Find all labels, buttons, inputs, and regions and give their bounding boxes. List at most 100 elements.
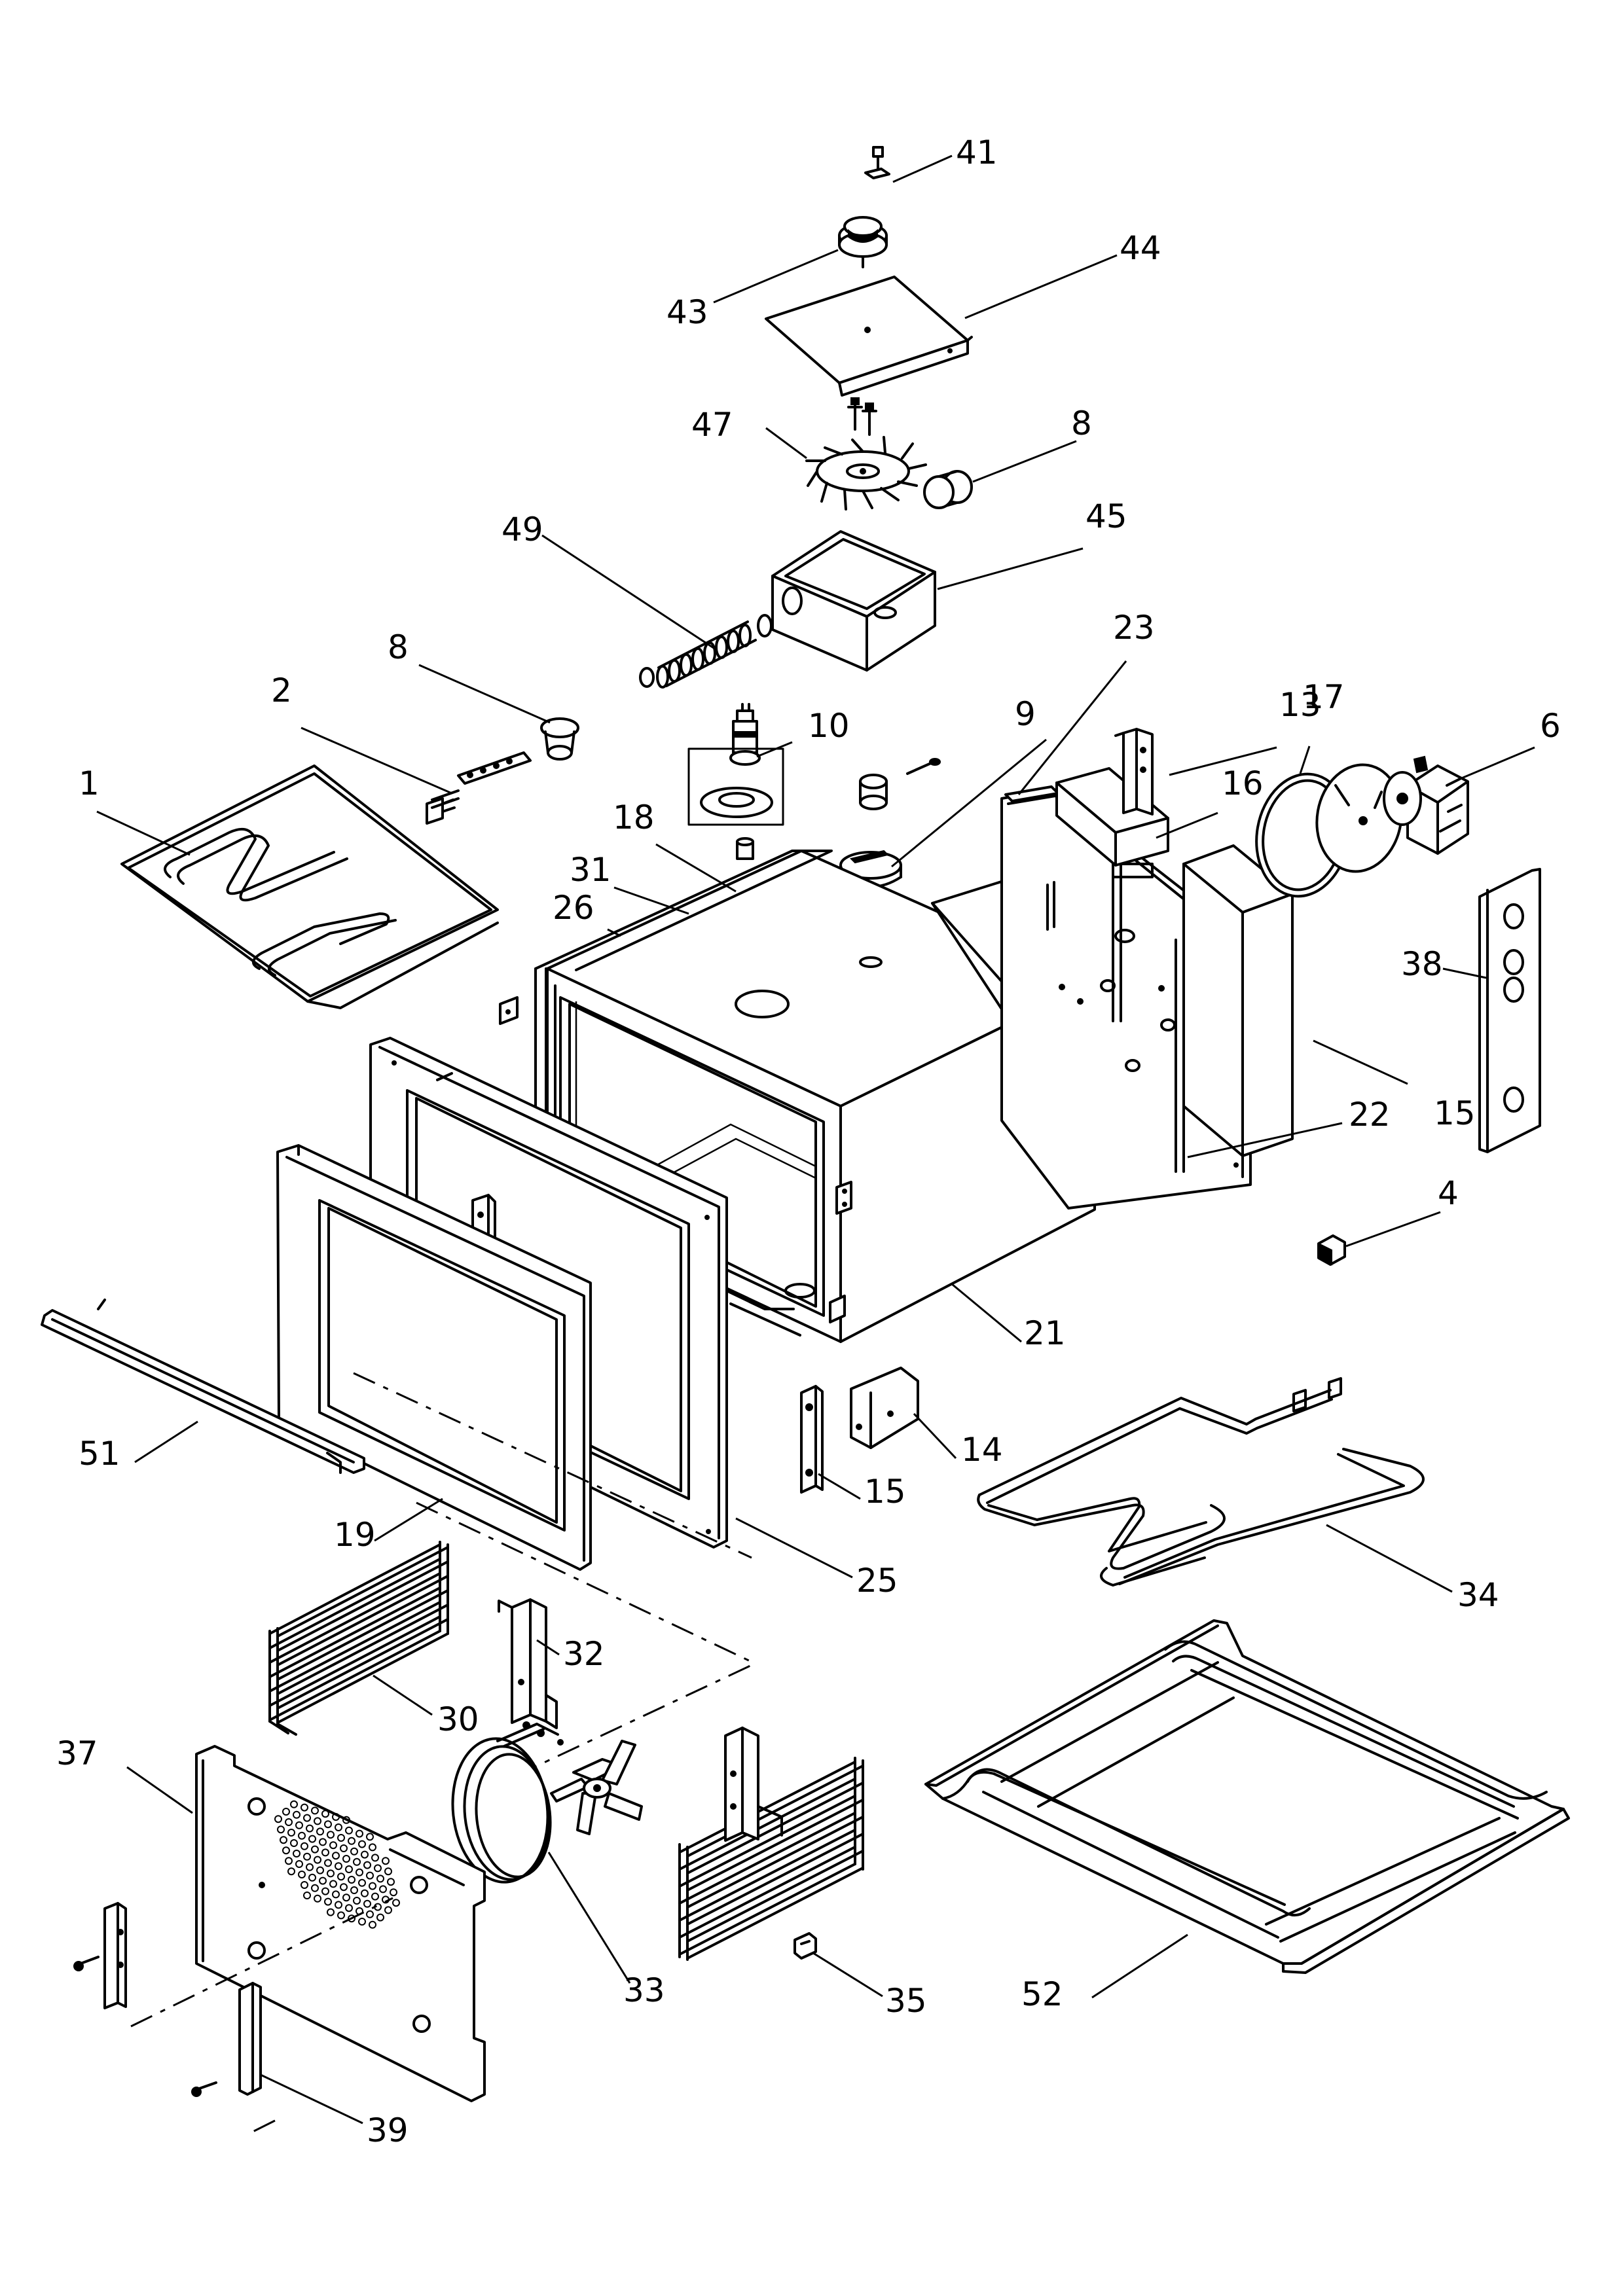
- callout-4: 4: [1438, 1174, 1459, 1212]
- part-19-door-glass: [276, 1144, 592, 1571]
- grille-hole: [319, 1838, 327, 1846]
- grille-hole: [324, 1897, 332, 1906]
- part-4-switch: [1317, 1234, 1346, 1266]
- grille-hole: [332, 1852, 340, 1860]
- part-51-handle: [41, 1299, 365, 1474]
- grille-hole: [358, 1878, 366, 1887]
- grille-hole: [308, 1835, 316, 1843]
- part-10-lamp-holder: [687, 703, 784, 826]
- part-44-cover-plate: [765, 276, 973, 397]
- part-6-motor: [1383, 755, 1469, 855]
- grille-hole: [356, 1829, 363, 1838]
- grille-hole: [327, 1831, 335, 1839]
- grille-hole: [387, 1878, 395, 1886]
- lamp-cover: [859, 774, 888, 810]
- callout-17: 17: [1303, 678, 1345, 716]
- grille-hole: [290, 1800, 298, 1808]
- assembly-center-lines: [130, 1372, 755, 2135]
- grille-hole: [369, 1882, 376, 1890]
- grille-hole: [293, 1810, 301, 1819]
- callout-18: 18: [613, 798, 655, 836]
- part-8-bushing-top: [923, 470, 973, 509]
- part-8-bushing-left: [540, 717, 579, 761]
- grille-hole: [358, 1840, 366, 1848]
- callout-22: 22: [1349, 1096, 1391, 1134]
- callout-15-lower: 15: [864, 1473, 906, 1511]
- grille-hole: [340, 1883, 348, 1892]
- grille-hole: [369, 1843, 376, 1852]
- grille-hole: [303, 1814, 311, 1822]
- part-14-bracket: [850, 1367, 919, 1449]
- callout-19: 19: [334, 1516, 376, 1554]
- grille-hole: [295, 1860, 303, 1868]
- grille-hole: [369, 1920, 376, 1929]
- grille-hole: [303, 1892, 311, 1899]
- part-39-side-strip: [73, 1902, 262, 2097]
- grille-hole: [324, 1859, 332, 1867]
- part-30-shelf-rack-left: [268, 1541, 449, 1736]
- part-13-bracket: [1114, 728, 1154, 816]
- callout-41: 41: [956, 134, 998, 171]
- part-17-motor-plate: [1255, 763, 1403, 898]
- callout-26: 26: [553, 889, 594, 927]
- grille-hole: [282, 1846, 290, 1855]
- grille-hole: [314, 1817, 321, 1825]
- grille-hole: [329, 1880, 337, 1888]
- grille-hole: [379, 1885, 387, 1893]
- grille-hole: [353, 1857, 361, 1866]
- grille-hole: [356, 1868, 363, 1876]
- grille-hole: [285, 1818, 293, 1826]
- grille-hole: [280, 1836, 287, 1844]
- grille-hole: [342, 1893, 350, 1902]
- grille-hole: [348, 1837, 356, 1845]
- part-52-bottom-tray: [924, 1619, 1570, 1974]
- grille-hole: [327, 1869, 335, 1878]
- shelf-rack-right: [678, 1727, 864, 1961]
- grille-hole: [311, 1884, 319, 1892]
- callout-43: 43: [666, 293, 708, 331]
- grille-hole: [321, 1887, 329, 1895]
- part-45-fan-housing: [771, 530, 936, 672]
- grille-hole: [306, 1863, 314, 1871]
- grille-hole: [390, 1888, 397, 1897]
- grille-hole: [295, 1821, 303, 1829]
- callout-49: 49: [501, 511, 543, 548]
- grille-hole: [314, 1894, 321, 1903]
- grille-hole: [329, 1841, 337, 1850]
- grille-hole: [366, 1871, 374, 1880]
- callout-21: 21: [1024, 1314, 1066, 1352]
- part-49-hose: [639, 614, 773, 689]
- grille-hole: [340, 1844, 348, 1852]
- grille-hole: [392, 1899, 400, 1907]
- grille-hole: [327, 1908, 335, 1916]
- callout-33: 33: [623, 1971, 665, 2009]
- callout-52: 52: [1021, 1975, 1063, 2013]
- grille-hole: [337, 1873, 345, 1881]
- callout-13: 13: [1279, 686, 1321, 724]
- grille-hole: [301, 1803, 308, 1812]
- grille-hole: [335, 1862, 342, 1871]
- grille-hole: [308, 1873, 316, 1882]
- grille-hole: [274, 1815, 282, 1823]
- part-47-fan: [805, 436, 927, 511]
- callout-34: 34: [1457, 1576, 1499, 1614]
- grille-hole: [366, 1910, 374, 1918]
- part-35-clip: [793, 1932, 817, 1960]
- callout-2: 2: [271, 672, 292, 709]
- part-15-hinge: [800, 1385, 824, 1494]
- grille-hole: [324, 1820, 332, 1829]
- grille-hole: [371, 1854, 379, 1862]
- grille-hole: [345, 1826, 353, 1835]
- callout-15-right: 15: [1434, 1094, 1476, 1132]
- grille-hole: [366, 1833, 374, 1841]
- grille-hole: [301, 1881, 308, 1889]
- grille-hole: [348, 1914, 356, 1923]
- grille-hole: [316, 1827, 324, 1836]
- grille-hole: [332, 1890, 340, 1899]
- callout-37: 37: [56, 1734, 98, 1772]
- callout-9: 9: [1015, 695, 1036, 733]
- grille-hole: [332, 1813, 340, 1821]
- callout-38: 38: [1401, 945, 1443, 983]
- part-43-thermostat: [838, 216, 888, 268]
